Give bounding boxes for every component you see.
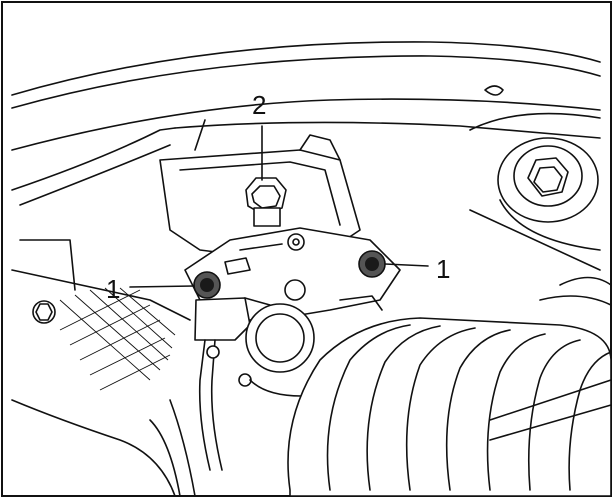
callout-2-label: 2 xyxy=(252,90,266,120)
bolt-2 xyxy=(245,177,287,227)
callout-1-left-label: 1 xyxy=(106,274,120,304)
bolt-1-left xyxy=(193,271,221,299)
leader-1-left xyxy=(129,285,195,288)
callout-1-right-label: 1 xyxy=(436,254,450,284)
strut-nut xyxy=(469,137,601,271)
leader-1-right xyxy=(384,263,429,267)
drive-shaft-boot xyxy=(287,276,612,497)
hub-bore xyxy=(245,303,321,397)
body-panel xyxy=(11,41,601,206)
inner-fender xyxy=(11,239,196,497)
bolt-1-right xyxy=(358,250,386,278)
sensor-connector xyxy=(194,297,271,471)
